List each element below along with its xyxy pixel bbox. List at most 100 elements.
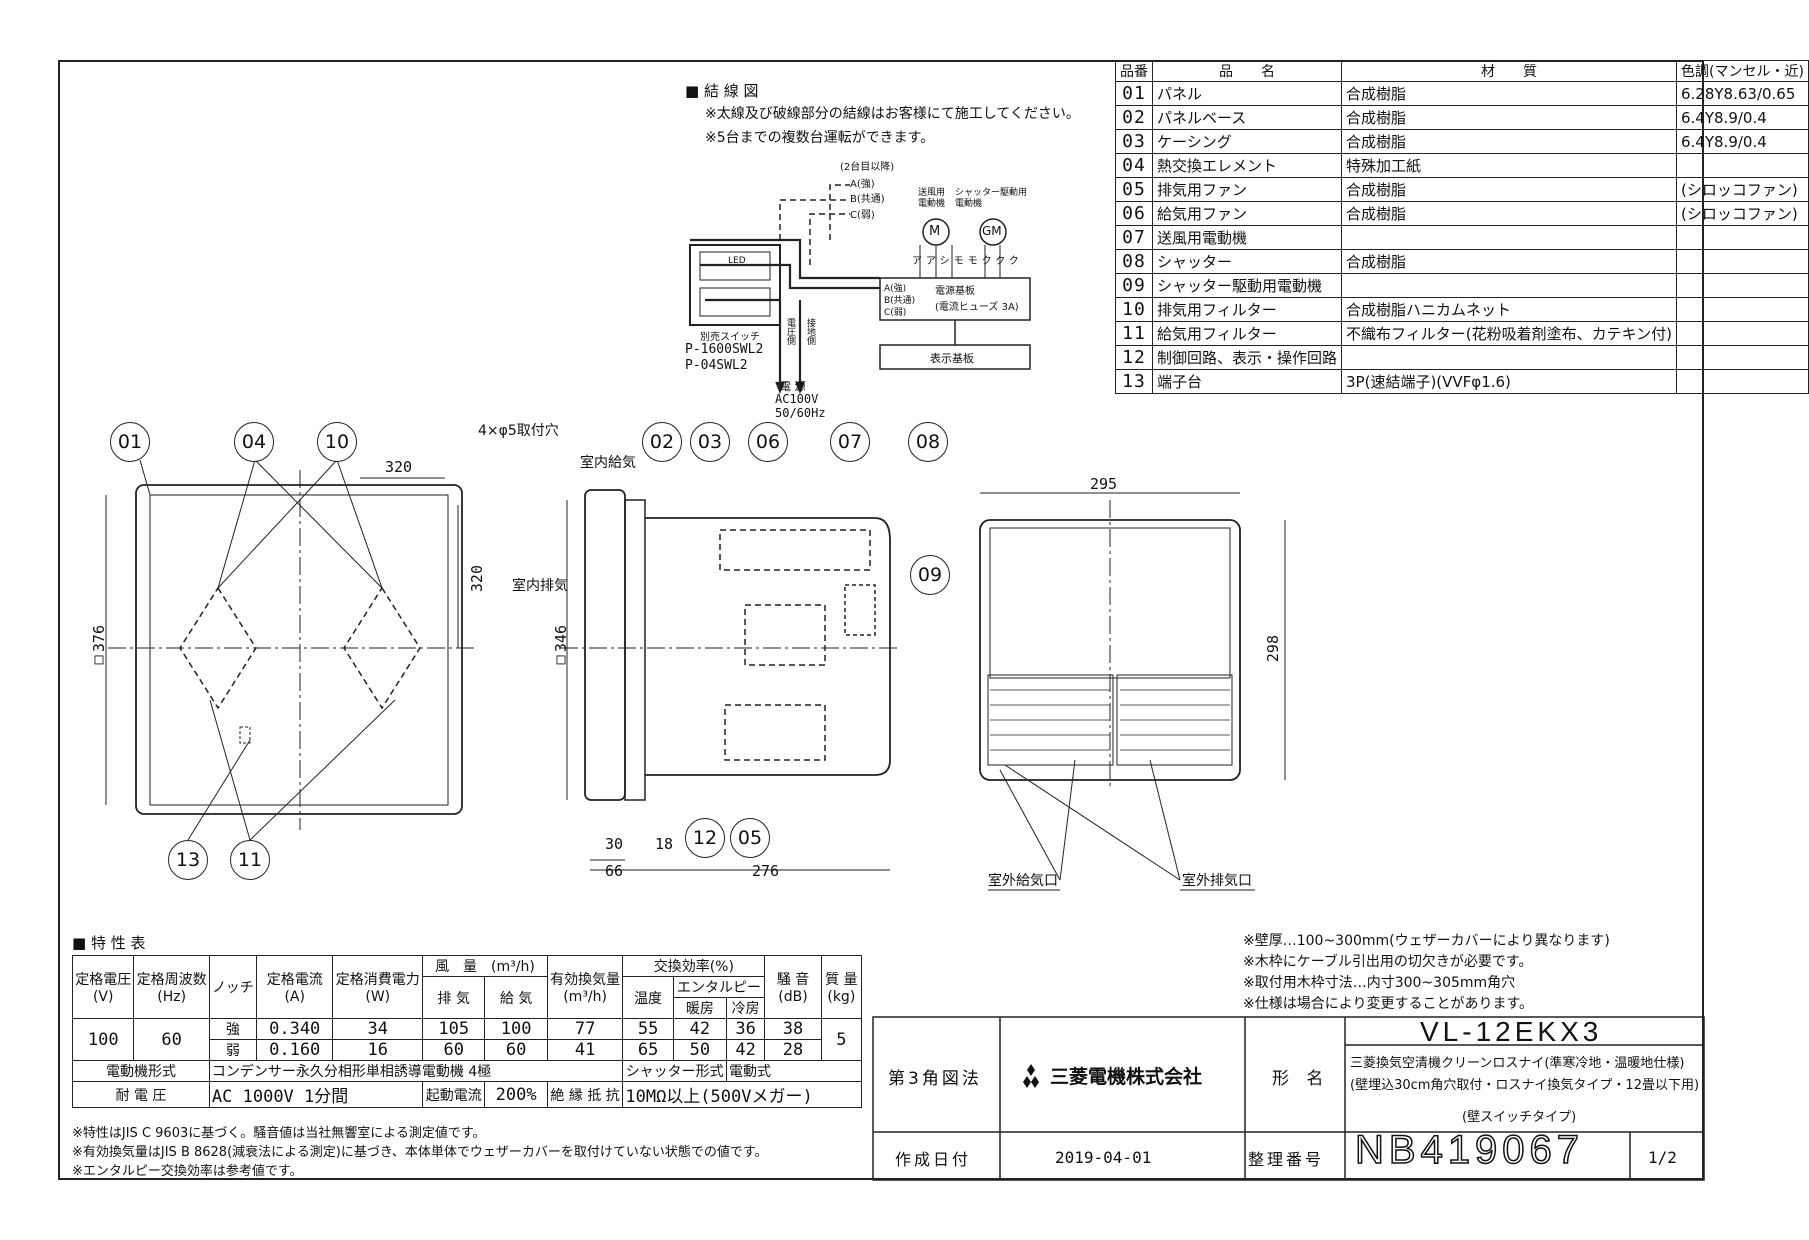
spec-temp-strong: 55: [622, 1018, 674, 1040]
spec-table: 定格電圧(V) 定格周波数(Hz) ノッチ 定格電流(A) 定格消費電力(W) …: [71, 955, 863, 1108]
parts-name: シャッター: [1151, 249, 1343, 274]
parts-no: 02: [1115, 105, 1153, 130]
wiring-note-2: ※5台までの複数台運転ができます。: [705, 130, 935, 146]
spec-h-eff-unit: (m³/h): [563, 989, 607, 1005]
indoor-exhaust-label: 室内排気: [512, 578, 568, 594]
spec-voltage: 100: [71, 1018, 135, 1061]
parts-name: パネル: [1151, 81, 1343, 106]
switch-model-2: P-04SWL2: [685, 358, 748, 373]
parts-no: 12: [1115, 345, 1153, 370]
projection-label: 第3角図法: [888, 1069, 982, 1089]
parts-no: 01: [1115, 81, 1153, 106]
parts-no: 03: [1115, 129, 1153, 154]
dim-298: 298: [1264, 635, 1282, 663]
parts-name: 端子台: [1151, 369, 1343, 394]
mount-holes-label: 4×φ5取付穴: [478, 423, 559, 439]
parts-color: [1675, 369, 1809, 394]
voltage-side-label: 電圧側: [785, 318, 795, 345]
ground-side-label: 接地側: [805, 318, 815, 345]
callout-02: 02: [642, 422, 682, 462]
board-title: 電源基板: [935, 286, 975, 297]
spec-h-notch: ノッチ: [208, 955, 257, 1019]
spec-cool-weak: 42: [726, 1039, 766, 1061]
note-cable-notch: ※木枠にケーブル引出用の切欠きが必要です。: [1243, 954, 1533, 970]
parts-color: [1675, 273, 1809, 298]
spec-noise-weak: 28: [764, 1039, 822, 1061]
front-panel-outline: [135, 484, 463, 815]
spec-h-temp: 温度: [622, 976, 674, 1019]
dim-18: 18: [655, 835, 674, 853]
spec-footnote-2: ※有効換気量はJIS B 8628(減衰法による測定)に基づき、本体単体でウェザ…: [72, 1145, 768, 1160]
switch-label: 別売スイッチ: [700, 332, 760, 343]
spec-noise-strong: 38: [764, 1018, 822, 1040]
model-desc-2: (壁埋込30cm角穴取付・ロスナイ換気タイプ・12畳以下用): [1350, 1078, 1700, 1093]
board-b: B(共通): [884, 296, 916, 306]
callout-11: 11: [230, 840, 270, 880]
parts-material: 合成樹脂: [1341, 81, 1677, 106]
board-a: A(強): [884, 284, 907, 294]
parts-color: 6.28Y8.63/0.65: [1675, 81, 1809, 106]
spec-current-weak: 0.160: [255, 1039, 334, 1061]
spec-shutter-label: シャッター形式: [622, 1060, 728, 1082]
callout-08: 08: [908, 422, 948, 462]
parts-name: 排気用ファン: [1151, 177, 1343, 202]
dim-30: 30: [605, 835, 624, 853]
parts-name: 熱交換エレメント: [1151, 153, 1343, 178]
parts-header-color: 色調(マンセル・近): [1675, 60, 1809, 82]
spec-h-freq: 定格周波数: [136, 972, 207, 988]
parts-material: [1341, 345, 1677, 370]
model-label: 形 名: [1272, 1069, 1330, 1089]
spec-h-eff: 有効換気量: [550, 972, 621, 988]
drawing-number: NB419067: [1354, 1127, 1585, 1173]
board-fuse: (電流ヒューズ 3A): [935, 302, 1019, 313]
drawing-sheet: [58, 60, 1704, 1180]
drawing-lines: [105, 184, 1705, 1181]
parts-header-no: 品番: [1115, 60, 1153, 82]
creation-date: 2019-04-01: [1055, 1148, 1152, 1167]
switch-led: LED: [728, 256, 746, 266]
spec-mass: 5: [820, 1018, 863, 1061]
callout-13: 13: [168, 840, 208, 880]
remote-switch-outline: [689, 244, 781, 326]
parts-color: (シロッコファン): [1675, 201, 1809, 226]
fan-motor-label: 送風用 電動機: [918, 188, 946, 209]
shutter-motor-label: シャッター駆動用 電動機: [955, 188, 1028, 209]
spec-cool-strong: 36: [726, 1018, 766, 1040]
spec-h-mass-unit: (kg): [827, 989, 856, 1005]
parts-material: 3P(速結端子)(VVFφ1.6): [1341, 369, 1677, 394]
model-name: VL-12EKX3: [1420, 1016, 1603, 1047]
note-wall-thickness: ※壁厚…100~300mm(ウェザーカバーにより異なります): [1243, 933, 1610, 949]
parts-no: 11: [1115, 321, 1153, 346]
note-frame-size: ※取付用木枠寸法…内寸300~305mm角穴: [1243, 975, 1516, 991]
spec-insulation-label: 絶 縁 抵 抗: [546, 1081, 624, 1108]
parts-material: [1341, 273, 1677, 298]
spec-eff-weak: 41: [546, 1039, 624, 1061]
casing-outline: [645, 517, 891, 776]
spec-footnote-3: ※エンタルピー交換効率は参考値です。: [72, 1164, 303, 1179]
parts-material: 合成樹脂: [1341, 177, 1677, 202]
spec-temp-weak: 65: [622, 1039, 674, 1061]
spec-h-noise-unit: (dB): [778, 989, 808, 1005]
terminal-c: C(弱): [850, 210, 875, 221]
wire-colors: アアシモモククク: [912, 256, 1023, 267]
parts-no: 05: [1115, 177, 1153, 202]
spec-h-power-unit: (W): [365, 989, 391, 1005]
indoor-supply-label: 室内給気: [580, 455, 636, 471]
title-block-outline: [872, 1016, 1705, 1181]
spec-h-current-unit: (A): [284, 989, 305, 1005]
wiring-note-1: ※太線及び破線部分の結線はお客様にて施工してください。: [705, 106, 1080, 122]
parts-color: [1675, 297, 1809, 322]
parts-color: 6.4Y8.9/0.4: [1675, 105, 1809, 130]
parts-material: 合成樹脂ハニカムネット: [1341, 297, 1677, 322]
model-desc-3: (壁スイッチタイプ): [1462, 1110, 1577, 1125]
parts-color: [1675, 225, 1809, 250]
spec-supply-weak: 60: [484, 1039, 548, 1061]
